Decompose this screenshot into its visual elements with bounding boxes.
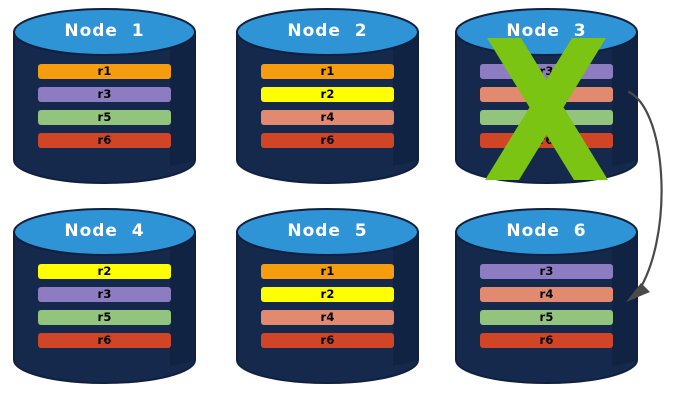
record-bar-r1[interactable]: r1 [261, 64, 394, 79]
record-bar-r6[interactable]: r6 [480, 333, 613, 348]
cylinder-shading [393, 232, 418, 366]
record-bar-r5[interactable]: r5 [38, 110, 171, 125]
record-bar-r1[interactable]: r1 [261, 264, 394, 279]
cylinder-shading [393, 32, 418, 166]
cylinder-top-ellipse [13, 8, 196, 56]
cylinder-top-ellipse [13, 208, 196, 256]
record-bar-r6[interactable]: r6 [38, 333, 171, 348]
cylinder-top-ellipse [236, 8, 419, 56]
arrow-head [626, 283, 650, 302]
record-bar-r6[interactable]: r6 [261, 333, 394, 348]
record-bar-r6[interactable]: r6 [261, 133, 394, 148]
record-bar-r5[interactable]: r5 [38, 310, 171, 325]
record-bar-r4[interactable]: r4 [480, 287, 613, 302]
record-bar-r2[interactable]: r2 [38, 264, 171, 279]
record-bar-r2[interactable]: r2 [261, 87, 394, 102]
record-bar-r3[interactable]: r3 [38, 87, 171, 102]
record-bar-r4[interactable]: r4 [261, 310, 394, 325]
record-bar-r4[interactable]: r4 [261, 110, 394, 125]
record-bar-r5[interactable]: r5 [480, 310, 613, 325]
cylinder-shading [612, 232, 637, 366]
record-bar-r2[interactable]: r2 [261, 287, 394, 302]
arrow-curve [627, 90, 663, 297]
cylinder-top-ellipse [455, 208, 638, 256]
cylinder-shading [170, 32, 195, 166]
record-bar-r6[interactable]: r6 [38, 133, 171, 148]
cylinder-shading [612, 32, 637, 166]
cylinder-top-ellipse [236, 208, 419, 256]
cylinder-shading [170, 232, 195, 366]
record-bar-r3[interactable]: r3 [38, 287, 171, 302]
record-bar-r1[interactable]: r1 [38, 64, 171, 79]
record-bar-r3[interactable]: r3 [480, 264, 613, 279]
